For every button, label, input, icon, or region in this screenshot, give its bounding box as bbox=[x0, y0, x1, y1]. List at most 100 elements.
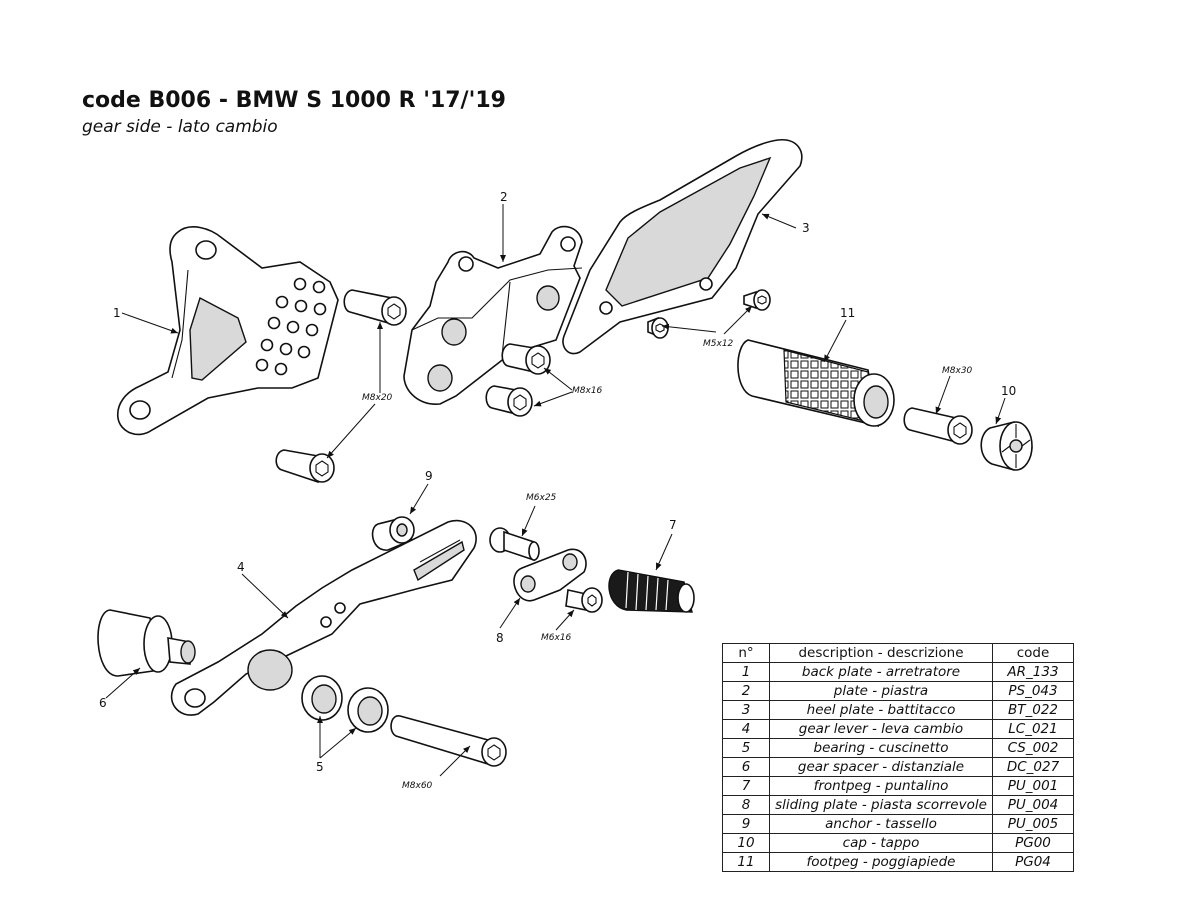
screw-label-m8x20: M8x20 bbox=[362, 393, 393, 403]
leader-line bbox=[655, 533, 673, 571]
row-description: anchor - tassello bbox=[769, 814, 993, 834]
screw-m8x20-upper bbox=[343, 289, 407, 326]
bearing-part-b bbox=[347, 687, 389, 733]
anchor-part bbox=[371, 516, 415, 551]
screw-m5x12-b bbox=[647, 316, 669, 339]
row-number: 9 bbox=[722, 814, 770, 834]
callout-1: 1 bbox=[113, 306, 121, 320]
callout-7: 7 bbox=[669, 518, 677, 532]
row-description: plate - piastra bbox=[769, 681, 993, 701]
screw-m8x16-lower bbox=[485, 385, 533, 417]
callout-8: 8 bbox=[496, 631, 504, 645]
callout-4: 4 bbox=[237, 560, 245, 574]
row-number: 8 bbox=[722, 795, 770, 815]
leader-line bbox=[995, 397, 1006, 425]
row-number: 1 bbox=[722, 662, 770, 682]
row-number: 4 bbox=[722, 719, 770, 739]
row-description: back plate - arretratore bbox=[769, 662, 993, 682]
back-plate-part bbox=[116, 226, 339, 436]
row-number: 7 bbox=[722, 776, 770, 796]
screw-m8x30 bbox=[903, 407, 973, 445]
gear-lever-part bbox=[170, 519, 477, 716]
screw-m6x25 bbox=[489, 527, 540, 562]
screw-m8x20-lower bbox=[275, 449, 335, 484]
leader-line bbox=[661, 323, 717, 333]
screw-label-m8x30: M8x30 bbox=[942, 366, 973, 376]
row-description: bearing - cuscinetto bbox=[769, 738, 993, 758]
row-description: gear spacer - distanziale bbox=[769, 757, 993, 777]
gear-spacer-part bbox=[97, 609, 196, 677]
leader-line bbox=[935, 375, 951, 415]
screw-m8x16-upper bbox=[501, 343, 551, 375]
row-code: PU_004 bbox=[992, 795, 1074, 815]
callout-11: 11 bbox=[840, 306, 855, 320]
row-code: DC_027 bbox=[992, 757, 1074, 777]
row-code: PS_043 bbox=[992, 681, 1074, 701]
header-number: n° bbox=[722, 643, 770, 663]
row-code: AR_133 bbox=[992, 662, 1074, 682]
row-code: BT_022 bbox=[992, 700, 1074, 720]
leader-line bbox=[409, 483, 429, 515]
row-number: 11 bbox=[722, 852, 770, 872]
header-code: code bbox=[992, 643, 1074, 663]
footpeg-part bbox=[737, 339, 895, 428]
cap-part bbox=[980, 421, 1034, 471]
leader-line bbox=[439, 745, 471, 777]
screw-label-m5x12: M5x12 bbox=[703, 339, 734, 349]
leader-line bbox=[319, 727, 357, 759]
row-code: PG04 bbox=[992, 852, 1074, 872]
row-description: footpeg - poggiapiede bbox=[769, 852, 993, 872]
leader-line bbox=[326, 403, 376, 459]
page-title: code B006 - BMW S 1000 R '17/'19 bbox=[82, 88, 506, 113]
row-description: heel plate - battitacco bbox=[769, 700, 993, 720]
screw-m5x12-a bbox=[743, 289, 771, 311]
callout-5: 5 bbox=[316, 760, 324, 774]
leader-line bbox=[555, 609, 575, 631]
callout-6: 6 bbox=[99, 696, 107, 710]
callout-9: 9 bbox=[425, 469, 433, 483]
screw-m6x16 bbox=[565, 587, 603, 613]
row-code: CS_002 bbox=[992, 738, 1074, 758]
row-description: sliding plate - piasta scorrevole bbox=[769, 795, 993, 815]
leader-line bbox=[761, 213, 797, 229]
row-code: LC_021 bbox=[992, 719, 1074, 739]
row-code: PG00 bbox=[992, 833, 1074, 853]
heel-plate-part bbox=[562, 139, 803, 355]
row-description: cap - tappo bbox=[769, 833, 993, 853]
screw-label-m6x25: M6x25 bbox=[526, 493, 557, 503]
header-description: description - descrizione bbox=[769, 643, 993, 663]
leader-line bbox=[499, 597, 521, 629]
leader-line bbox=[533, 391, 573, 407]
plate-part bbox=[403, 225, 583, 405]
screw-m8x60 bbox=[390, 715, 507, 767]
screw-label-m6x16: M6x16 bbox=[541, 633, 572, 643]
screw-label-m8x60: M8x60 bbox=[402, 781, 433, 791]
bearing-part-a bbox=[301, 675, 343, 721]
frontpeg-part bbox=[608, 569, 695, 613]
sliding-plate-part bbox=[513, 548, 587, 602]
leader-line bbox=[723, 305, 753, 335]
row-code: PU_005 bbox=[992, 814, 1074, 834]
leader-line bbox=[241, 573, 289, 619]
row-number: 5 bbox=[722, 738, 770, 758]
row-description: gear lever - leva cambio bbox=[769, 719, 993, 739]
callout-3: 3 bbox=[802, 221, 810, 235]
screw-label-m8x16: M8x16 bbox=[572, 386, 603, 396]
row-code: PU_001 bbox=[992, 776, 1074, 796]
leader-line bbox=[521, 505, 536, 537]
leader-line bbox=[543, 367, 573, 391]
row-number: 3 bbox=[722, 700, 770, 720]
row-number: 2 bbox=[722, 681, 770, 701]
leader-line bbox=[121, 312, 179, 334]
